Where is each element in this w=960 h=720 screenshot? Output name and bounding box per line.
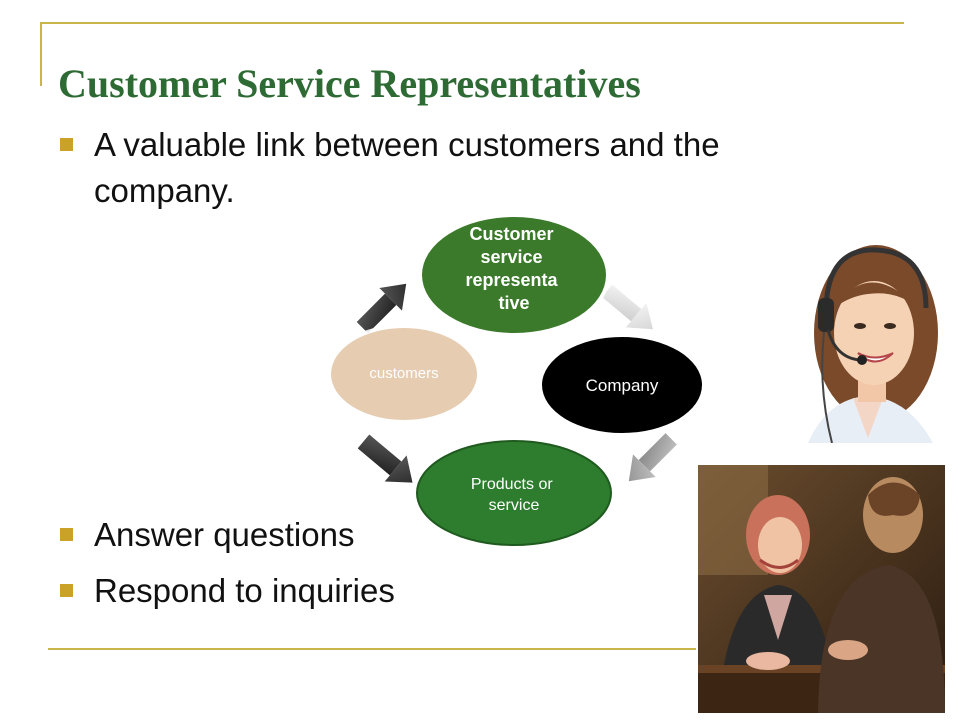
arrow-customers-to-products [357,434,413,483]
bullet-square-icon [60,138,73,151]
svg-text:customers: customers [369,365,438,382]
bullet-item: Respond to inquiries [60,568,660,614]
bullet-list-top: A valuable link between customers and th… [60,122,720,214]
headset-agent-photo [798,238,938,443]
bullet-text: A valuable link between customers and th… [94,126,720,209]
bullet-square-icon [60,584,73,597]
bullet-list-bottom: Answer questions Respond to inquiries [60,512,660,624]
arrow-company-to-products [628,433,677,482]
node-company: Company [538,333,706,437]
arrow-rep-to-company [601,284,653,330]
desk-meeting-photo [698,465,945,713]
frame-line-left [40,22,42,86]
frame-line-top [40,22,904,24]
bullet-item: A valuable link between customers and th… [60,122,720,214]
bullet-text: Answer questions [94,516,355,553]
slide-title: Customer Service Representatives [58,61,641,106]
node-customer-service-rep: Customer service representa tive [418,213,610,337]
node-customers: customers [327,324,481,424]
node-products-or-service: Products or service [416,440,612,546]
bullet-square-icon [60,528,73,541]
svg-text:Customer service r: Customer service representa tive [465,224,562,313]
svg-text:Products or service: Products or service [471,476,557,514]
arrow-customers-to-rep [356,283,407,334]
bullet-text: Respond to inquiries [94,572,395,609]
frame-line-bottom [48,648,696,650]
bullet-item: Answer questions [60,512,660,558]
cycle-diagram: Customer service representa tive Company… [327,213,706,546]
svg-text:Company: Company [586,376,659,395]
